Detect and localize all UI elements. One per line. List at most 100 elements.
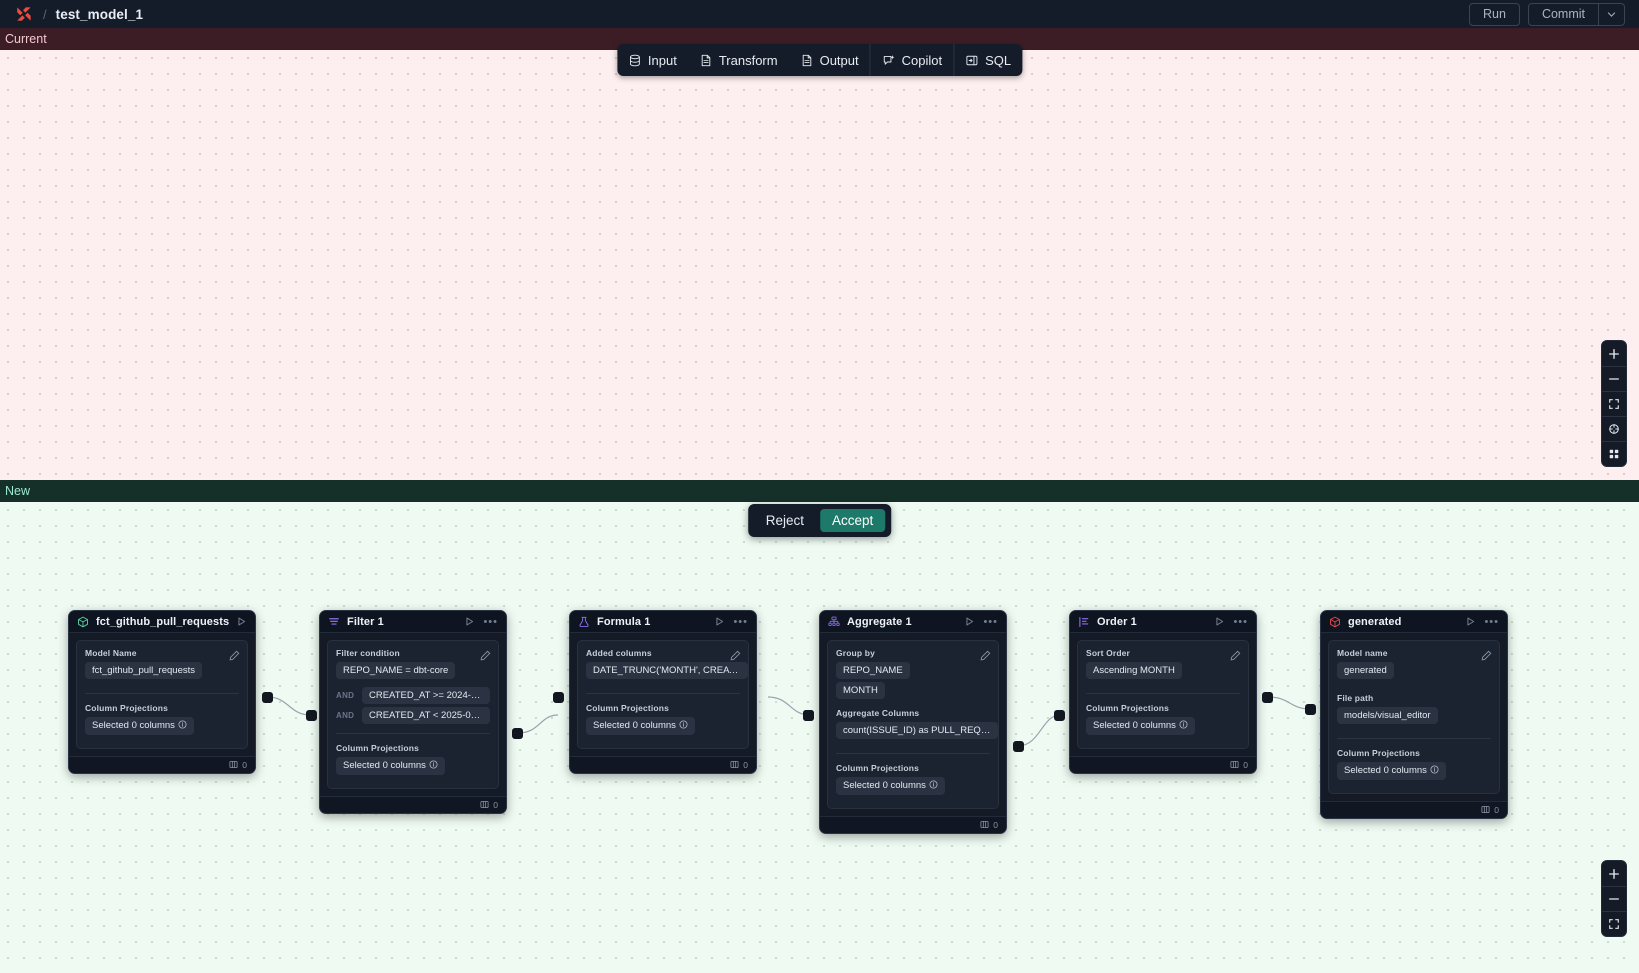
value-chip[interactable]: DATE_TRUNC('MONTH', CREATED_AT… [586, 662, 748, 679]
node-input-handle[interactable] [803, 710, 814, 721]
node-header: Aggregate 1 ••• [820, 611, 1006, 633]
copilot-sparkle-icon [882, 53, 896, 67]
target-icon[interactable] [1602, 416, 1626, 441]
reject-button[interactable]: Reject [754, 509, 816, 532]
tool-label: Output [819, 52, 859, 68]
node-input-handle[interactable] [553, 692, 564, 703]
zoom-in-button[interactable] [1602, 861, 1626, 886]
zoom-out-button[interactable] [1602, 366, 1626, 391]
value-chip[interactable]: Ascending MONTH [1086, 662, 1182, 679]
more-icon[interactable]: ••• [983, 615, 998, 628]
chevron-down-icon[interactable] [1599, 4, 1624, 25]
play-icon[interactable] [1465, 616, 1476, 627]
zoom-controls-current [1601, 340, 1627, 467]
filter-icon [328, 616, 340, 628]
conjunction-label: AND [336, 711, 355, 720]
value-chip[interactable]: Selected 0 columns [85, 717, 194, 735]
zoom-in-button[interactable] [1602, 341, 1626, 366]
more-icon[interactable]: ••• [733, 615, 748, 628]
more-icon[interactable]: ••• [483, 615, 498, 628]
info-icon[interactable] [1179, 720, 1188, 732]
value-chip[interactable]: generated [1337, 662, 1394, 679]
document-icon [699, 53, 713, 67]
accept-button[interactable]: Accept [819, 509, 886, 532]
value-chip[interactable]: CREATED_AT < 2025-03-01 [362, 707, 490, 724]
value-chip[interactable]: models/visual_editor [1337, 707, 1438, 724]
play-icon[interactable] [964, 616, 975, 627]
tool-label: Input [647, 52, 677, 68]
node-output-handle[interactable] [262, 692, 273, 703]
value-chip[interactable]: count(ISSUE_ID) as PULL_REQUEST_… [836, 722, 998, 739]
node-input-handle[interactable] [306, 710, 317, 721]
node-output-handle[interactable] [1262, 692, 1273, 703]
node-header: fct_github_pull_requests ••• [69, 611, 255, 633]
top-bar: / test_model_1 Run Commit [0, 0, 1639, 28]
grid-icon[interactable] [1602, 441, 1626, 466]
chip-text: Selected 0 columns [1093, 720, 1176, 731]
value-chip[interactable]: Selected 0 columns [336, 757, 445, 775]
tool-label: Transform [718, 52, 778, 68]
play-icon[interactable] [464, 616, 475, 627]
condition-row: AND CREATED_AT < 2025-03-01 [336, 707, 490, 724]
fit-screen-icon[interactable] [1602, 911, 1626, 936]
tool-copilot-button[interactable]: Copilot [869, 44, 953, 76]
node-body: Sort Order Ascending MONTH Column Projec… [1070, 633, 1256, 756]
dbt-logo-icon [14, 4, 34, 24]
node-formula-1[interactable]: Formula 1 ••• Added columns DAT [569, 610, 757, 774]
more-icon[interactable]: ••• [1484, 615, 1499, 628]
zoom-out-button[interactable] [1602, 886, 1626, 911]
value-chip[interactable]: Selected 0 columns [836, 777, 945, 795]
node-header-actions: ••• [714, 616, 748, 627]
tool-output-button[interactable]: Output [789, 44, 870, 76]
more-icon[interactable]: ••• [255, 618, 256, 626]
node-filter-1[interactable]: Filter 1 ••• Filter condition R [319, 610, 507, 814]
info-icon[interactable] [1430, 765, 1439, 777]
node-order-1[interactable]: Order 1 ••• Sort Order Ascendin [1069, 610, 1257, 774]
value-chip[interactable]: REPO_NAME = dbt-core [336, 662, 456, 679]
node-fct-github-pull-requests[interactable]: fct_github_pull_requests ••• Model Name [68, 610, 256, 774]
condition-row: AND CREATED_AT >= 2024-12-01 [336, 687, 490, 704]
node-input-handle[interactable] [1054, 710, 1065, 721]
node-output-handle[interactable] [512, 728, 523, 739]
field-label: Aggregate Columns [836, 708, 920, 718]
info-icon[interactable] [929, 780, 938, 792]
pencil-icon[interactable] [980, 648, 991, 666]
tool-sql-button[interactable]: SQL [953, 44, 1022, 76]
node-output-handle[interactable] [1013, 741, 1024, 752]
tool-input-button[interactable]: Input [617, 44, 688, 76]
value-chip[interactable]: MONTH [836, 682, 885, 699]
more-icon[interactable]: ••• [1233, 615, 1248, 628]
tool-transform-button[interactable]: Transform [688, 44, 789, 76]
info-icon[interactable] [429, 760, 438, 772]
column-count: 0 [743, 760, 748, 770]
play-icon[interactable] [236, 616, 247, 627]
node-aggregate-1[interactable]: Aggregate 1 ••• Group by [819, 610, 1007, 834]
run-button[interactable]: Run [1469, 2, 1520, 26]
value-chip[interactable]: fct_github_pull_requests [85, 662, 202, 679]
node-generated[interactable]: generated ••• Model name genera [1320, 610, 1508, 819]
columns-icon [1230, 756, 1239, 773]
play-icon[interactable] [714, 616, 725, 627]
pencil-icon[interactable] [229, 648, 240, 666]
value-chip[interactable]: Selected 0 columns [1337, 762, 1446, 780]
canvas-new[interactable]: fct_github_pull_requests ••• Model Name [0, 502, 1639, 973]
topbar-actions: Run Commit [1469, 2, 1629, 26]
info-icon[interactable] [178, 720, 187, 732]
info-icon[interactable] [679, 720, 688, 732]
node-title: Order 1 [1097, 615, 1137, 628]
pencil-icon[interactable] [1230, 648, 1241, 666]
pencil-icon[interactable] [730, 648, 741, 666]
pencil-icon[interactable] [1481, 648, 1492, 666]
value-chip[interactable]: Selected 0 columns [586, 717, 695, 735]
canvas-current[interactable] [0, 50, 1639, 480]
node-input-handle[interactable] [1305, 704, 1316, 715]
fit-screen-icon[interactable] [1602, 391, 1626, 416]
commit-button[interactable]: Commit [1529, 3, 1599, 25]
play-icon[interactable] [1214, 616, 1225, 627]
value-chip[interactable]: REPO_NAME [836, 662, 910, 679]
value-chip[interactable]: Selected 0 columns [1086, 717, 1195, 735]
value-chip[interactable]: CREATED_AT >= 2024-12-01 [362, 687, 490, 704]
node-header-actions: ••• [236, 616, 256, 627]
node-header: Filter 1 ••• [320, 611, 506, 633]
pencil-icon[interactable] [480, 648, 491, 666]
